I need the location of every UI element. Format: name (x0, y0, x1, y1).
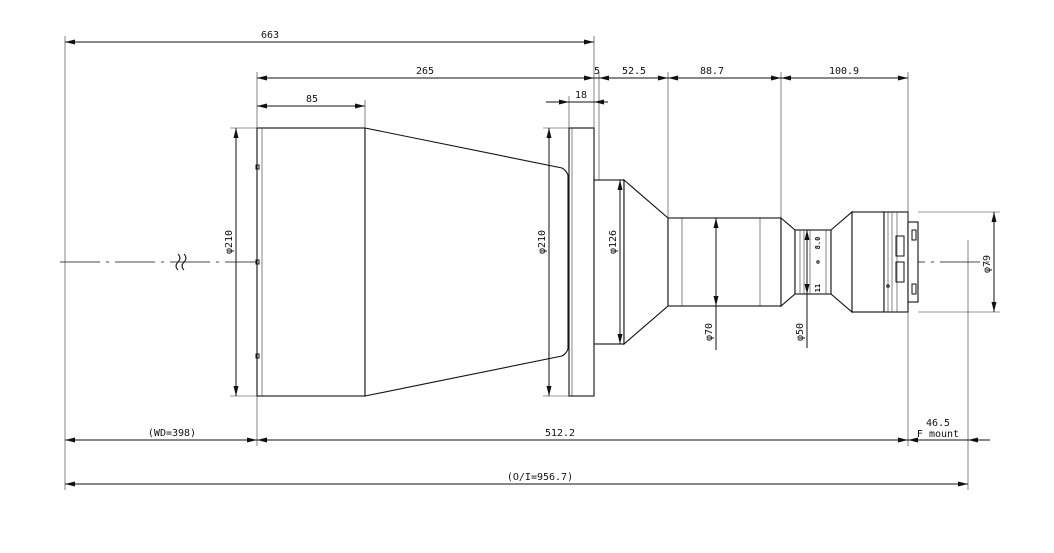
dia-rear: φ50 (795, 230, 810, 348)
dim-wd-label: (WD=398) (148, 428, 196, 439)
rear-barrel (794, 229, 832, 295)
dia-mount-label: φ79 (982, 255, 993, 273)
flange (568, 127, 595, 397)
dim-wd: (WD=398) (65, 428, 257, 443)
dim-5: 5 (594, 66, 600, 79)
dia-mid-label: φ70 (704, 323, 715, 341)
dim-663: 663 (65, 30, 594, 45)
dim-663-label: 663 (261, 30, 279, 41)
barrel-engraving-upper: 8.0 (814, 237, 822, 250)
mount-body (851, 211, 885, 313)
dim-265: 265 (257, 66, 594, 81)
dia-mount: φ79 (982, 212, 997, 312)
dim-265-label: 265 (416, 66, 434, 77)
rear-cone (623, 178, 669, 346)
mount-type-label: F mount (917, 429, 959, 440)
dia-flange-label: φ210 (537, 230, 548, 254)
flange-boss (593, 179, 625, 345)
dim-46-5-label: 46.5 (926, 418, 950, 429)
axis-break-symbol (175, 253, 187, 271)
dim-46-5: 46.5 F mount (908, 418, 990, 443)
f-mount-bayonet (907, 221, 919, 303)
dia-boss: φ126 (608, 180, 623, 344)
dim-100-9: 100.9 (781, 66, 908, 81)
dim-512-2: 512.2 (257, 428, 908, 443)
dim-85: 85 (257, 94, 365, 109)
front-barrel (256, 127, 366, 397)
dim-18-label: 18 (575, 90, 587, 101)
barrel-engraving-lower: 11 (814, 284, 822, 292)
dim-512-2-label: 512.2 (545, 428, 575, 439)
dim-oi-label: (O/I=956.7) (507, 472, 573, 483)
extension-lines (64, 36, 1000, 490)
lens-body: 8.0 11 (255, 127, 919, 397)
dim-88-7: 88.7 (668, 66, 781, 81)
dim-88-7-label: 88.7 (700, 66, 724, 77)
dia-boss-label: φ126 (608, 230, 619, 254)
dim-18: 18 (546, 90, 608, 105)
mid-barrel (667, 217, 782, 307)
dia-mid: φ70 (704, 218, 719, 350)
dim-52-5-label: 52.5 (622, 66, 646, 77)
dia-front: φ210 (224, 128, 239, 396)
dim-100-9-label: 100.9 (829, 66, 859, 77)
front-cone (364, 127, 569, 397)
dim-52-5: 52.5 (599, 66, 668, 81)
dia-front-label: φ210 (224, 230, 235, 254)
dia-flange: φ210 (537, 128, 552, 396)
dim-oi: (O/I=956.7) (65, 472, 968, 487)
dia-rear-label: φ50 (795, 323, 806, 341)
dim-5-label: 5 (594, 66, 600, 77)
dim-85-label: 85 (306, 94, 318, 105)
